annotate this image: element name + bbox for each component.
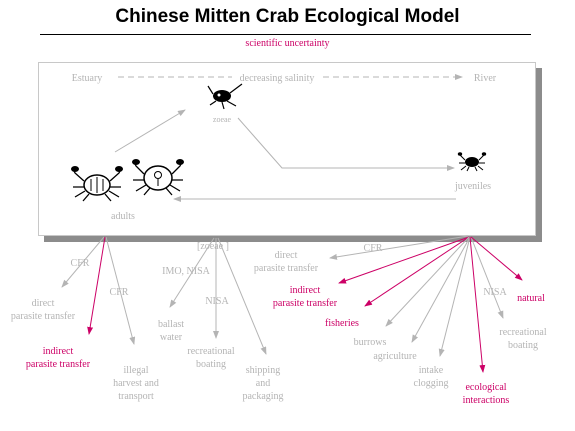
- juv-boating-label: recreational boating: [499, 327, 547, 351]
- arrow-juv-recreational: [470, 236, 504, 319]
- juveniles-label: juveniles: [454, 181, 492, 192]
- fisheries-label: fisheries: [325, 318, 359, 329]
- arrow-juv-natural: [470, 236, 523, 281]
- arrow-adults-illegal: [105, 236, 136, 345]
- title-rule: [40, 34, 531, 35]
- adults-cfr2-label: CFR: [109, 287, 129, 298]
- arrow-juv-fisheries: [364, 236, 470, 307]
- arrow-adults-indirect: [87, 236, 106, 335]
- juv-cfr-label: CFR: [363, 243, 383, 254]
- natural-label: natural: [517, 293, 545, 304]
- arrow-juv-direct: [329, 235, 469, 260]
- burrows-label: burrows: [353, 337, 387, 348]
- juv-nisa-label: NISA: [483, 287, 507, 298]
- arrow-juv-intake: [438, 236, 471, 357]
- intake-clogging-label: intake clogging: [413, 365, 449, 389]
- arrow-juv-agriculture: [411, 236, 471, 343]
- adults-label: adults: [111, 211, 135, 222]
- adults-indirect-label: indirect parasite transfer: [25, 346, 91, 370]
- arrow-zoeae-to-juveniles: [237, 117, 455, 171]
- adults-direct-label: direct parasite transfer: [10, 298, 76, 322]
- agriculture-label: agriculture: [373, 351, 417, 362]
- life-cycle-panel: [38, 62, 536, 236]
- crab-icon-adult-left: [71, 166, 123, 202]
- adults-cfr-label: CFR: [70, 258, 90, 269]
- arrow-zoeae-ballast: [169, 237, 215, 308]
- zoeae-boating-label: recreational boating: [187, 346, 235, 370]
- arrow-adults-to-zoeae: [114, 109, 186, 153]
- zoeae-bracket-label: [zoeae ]: [197, 241, 229, 252]
- arrow-adults-cfr: [61, 236, 105, 288]
- arrow-juv-burrows: [385, 236, 470, 327]
- zoea-icon: [207, 83, 243, 110]
- crab-icon-juvenile: [457, 152, 487, 172]
- arrow-zoeae-shipping: [217, 237, 267, 355]
- estuary-label: Estuary: [71, 73, 103, 84]
- crab-icon-adult-right: [132, 159, 184, 196]
- adults-illegal-label: illegal harvest and transport: [113, 365, 159, 402]
- shipping-label: shipping and packaging: [242, 365, 284, 402]
- ballast-water-label: ballast water: [157, 319, 185, 343]
- river-label: River: [473, 73, 497, 84]
- salinity-label: decreasing salinity: [239, 73, 315, 84]
- imo-nisa-label: IMO, NISA: [162, 266, 210, 277]
- subtitle: scientific uncertainty: [245, 38, 330, 49]
- page-title: Chinese Mitten Crab Ecological Model: [115, 6, 460, 27]
- arrow-juv-ecological: [469, 236, 486, 373]
- ecological-label: ecological interactions: [462, 382, 510, 406]
- juv-indirect-label: indirect parasite transfer: [272, 285, 338, 309]
- zoeae-label: zoeae: [212, 115, 232, 124]
- arrow-juv-indirect: [338, 236, 470, 284]
- zoeae-nisa-label: NISA: [205, 296, 229, 307]
- juv-direct-label: direct parasite transfer: [253, 250, 319, 274]
